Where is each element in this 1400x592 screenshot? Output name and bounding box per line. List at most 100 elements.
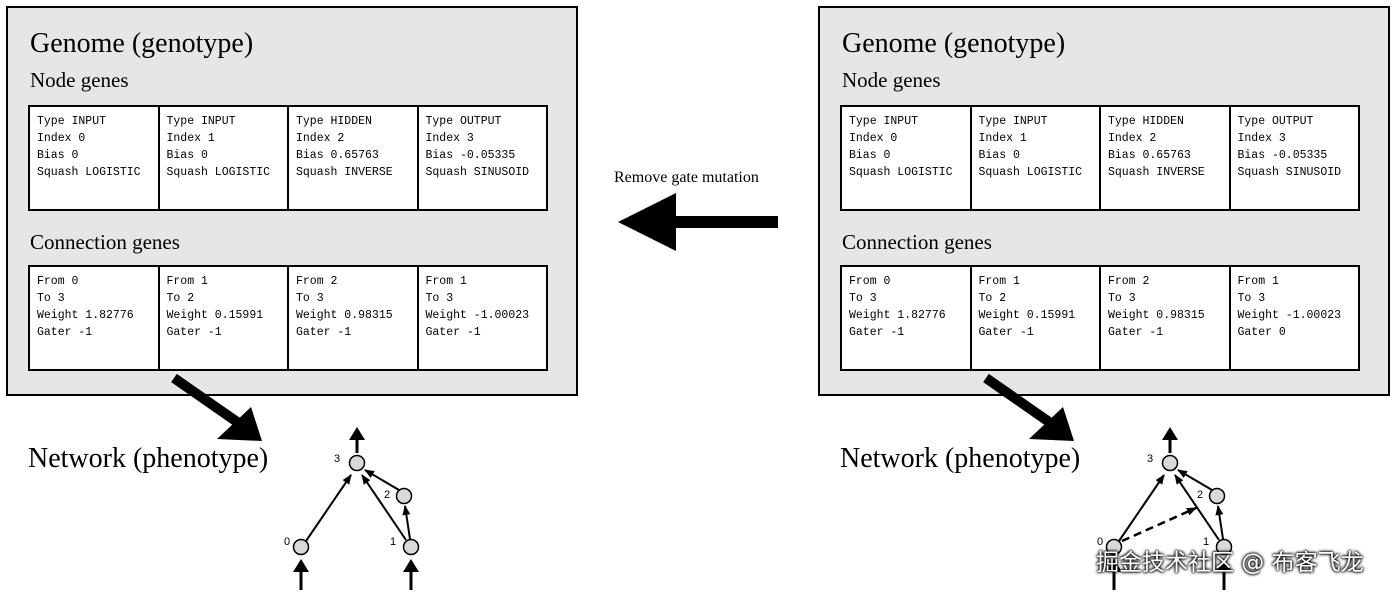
input-arrow-head — [1216, 559, 1232, 572]
gene-bias: Bias 0 — [978, 149, 1020, 162]
connection-genes-table: From 0 To 3 Weight 1.82776 Gater -1 From… — [840, 265, 1360, 371]
gene-bias: Bias 0 — [849, 149, 891, 162]
node-label: 1 — [1203, 536, 1209, 548]
gene-weight: Weight 0.98315 — [1108, 309, 1205, 322]
genome-title: Genome (genotype) — [30, 28, 254, 59]
gene-bias: Bias 0 — [166, 149, 208, 162]
connection-gene-cell: From 1 To 3 Weight -1.00023 Gater 0 — [1231, 267, 1359, 369]
gene-from: From 0 — [849, 275, 891, 288]
connection-edge — [1174, 474, 1220, 541]
gene-to: To 2 — [978, 292, 1007, 305]
gene-gater: Gater -1 — [296, 326, 352, 339]
gene-bias: Bias 0.65763 — [1108, 149, 1191, 162]
node-gene-cell: Type INPUT Index 1 Bias 0 Squash LOGISTI… — [160, 107, 289, 209]
gene-type: Type HIDDEN — [296, 115, 372, 128]
gene-squash: Squash INVERSE — [296, 166, 393, 179]
connection-gene-cell: From 0 To 3 Weight 1.82776 Gater -1 — [842, 267, 972, 369]
gene-type: Type OUTPUT — [425, 115, 502, 128]
node-genes-table: Type INPUT Index 0 Bias 0 Squash LOGISTI… — [28, 105, 548, 211]
connection-edge — [364, 469, 400, 491]
network-node — [395, 487, 413, 505]
connection-gene-cell: From 1 To 2 Weight 0.15991 Gater -1 — [972, 267, 1101, 369]
gene-gater: Gater -1 — [166, 326, 222, 339]
gene-index: Index 1 — [978, 132, 1027, 145]
gene-to: To 3 — [1108, 292, 1136, 305]
gene-to: To 2 — [166, 292, 195, 305]
node-label: 2 — [384, 489, 390, 501]
input-arrow-head — [1106, 559, 1122, 572]
gene-from: From 2 — [296, 275, 338, 288]
connection-edge — [361, 474, 407, 541]
gene-from: From 1 — [1237, 275, 1279, 288]
gene-to: To 3 — [37, 292, 65, 305]
connection-edge — [305, 474, 352, 542]
node-label: 3 — [1147, 453, 1153, 465]
gate-edge — [1121, 506, 1197, 543]
gene-gater: Gater -1 — [37, 326, 93, 339]
phenotype-label: Network (phenotype) — [840, 443, 1081, 474]
gene-index: Index 2 — [1108, 132, 1157, 145]
connection-edge — [402, 505, 411, 540]
gene-gater: Gater 0 — [1237, 326, 1286, 339]
gene-type: Type INPUT — [978, 115, 1048, 128]
input-arrow-head — [403, 559, 419, 572]
node-label: 0 — [284, 536, 290, 548]
gene-weight: Weight 0.98315 — [296, 309, 393, 322]
gene-squash: Squash LOGISTIC — [37, 166, 141, 179]
gene-squash: Squash SINUSOID — [425, 166, 530, 179]
gene-bias: Bias 0.65763 — [296, 149, 379, 162]
gene-from: From 1 — [978, 275, 1020, 288]
gene-bias: Bias -0.05335 — [425, 149, 516, 162]
node-gene-cell: Type OUTPUT Index 3 Bias -0.05335 Squash… — [419, 107, 547, 209]
gene-type: Type OUTPUT — [1237, 115, 1314, 128]
gene-type: Type INPUT — [166, 115, 236, 128]
node-label: 1 — [390, 536, 396, 548]
network-node — [1208, 487, 1226, 505]
gene-gater: Gater -1 — [1108, 326, 1164, 339]
connection-gene-cell: From 1 To 3 Weight -1.00023 Gater -1 — [419, 267, 547, 369]
gene-bias: Bias -0.05335 — [1237, 149, 1328, 162]
network-node — [292, 538, 310, 556]
output-arrow-head — [1162, 427, 1178, 440]
mutation-arrow-icon — [618, 193, 778, 251]
gene-from: From 1 — [425, 275, 467, 288]
gene-index: Index 3 — [425, 132, 474, 145]
gene-index: Index 1 — [166, 132, 215, 145]
gene-index: Index 0 — [849, 132, 898, 145]
genome-title: Genome (genotype) — [842, 28, 1066, 59]
gene-to: To 3 — [1237, 292, 1266, 305]
gene-type: Type INPUT — [849, 115, 919, 128]
gene-to: To 3 — [849, 292, 877, 305]
gene-from: From 1 — [166, 275, 208, 288]
network-diagram: 0 1 2 3 — [284, 427, 420, 590]
node-genes-title: Node genes — [842, 68, 941, 92]
network-node — [402, 538, 420, 556]
connection-edge — [1177, 469, 1213, 491]
gene-type: Type HIDDEN — [1108, 115, 1184, 128]
node-gene-cell: Type HIDDEN Index 2 Bias 0.65763 Squash … — [1101, 107, 1231, 209]
gene-squash: Squash INVERSE — [1108, 166, 1205, 179]
gene-bias: Bias 0 — [37, 149, 79, 162]
node-gene-cell: Type INPUT Index 1 Bias 0 Squash LOGISTI… — [972, 107, 1101, 209]
gene-weight: Weight -1.00023 — [425, 309, 530, 322]
gene-weight: Weight 0.15991 — [166, 309, 264, 322]
connection-edge — [1118, 474, 1165, 542]
node-gene-cell: Type OUTPUT Index 3 Bias -0.05335 Squash… — [1231, 107, 1359, 209]
gene-gater: Gater -1 — [978, 326, 1034, 339]
gene-weight: Weight -1.00023 — [1237, 309, 1342, 322]
gene-squash: Squash SINUSOID — [1237, 166, 1342, 179]
gene-squash: Squash LOGISTIC — [978, 166, 1083, 179]
node-genes-title: Node genes — [30, 68, 129, 92]
network-node — [1105, 538, 1123, 556]
gene-index: Index 3 — [1237, 132, 1286, 145]
gene-gater: Gater -1 — [425, 326, 481, 339]
genotype-to-phenotype-arrow-icon — [983, 373, 1074, 441]
connection-gene-cell: From 2 To 3 Weight 0.98315 Gater -1 — [289, 267, 419, 369]
network-node — [1161, 454, 1179, 472]
input-arrow-head — [293, 559, 309, 572]
gene-index: Index 2 — [296, 132, 345, 145]
gene-to: To 3 — [296, 292, 324, 305]
gene-squash: Squash LOGISTIC — [849, 166, 953, 179]
genome-panel-after: Genome (genotype) Node genes Type INPUT … — [6, 6, 578, 396]
network-node — [348, 454, 366, 472]
